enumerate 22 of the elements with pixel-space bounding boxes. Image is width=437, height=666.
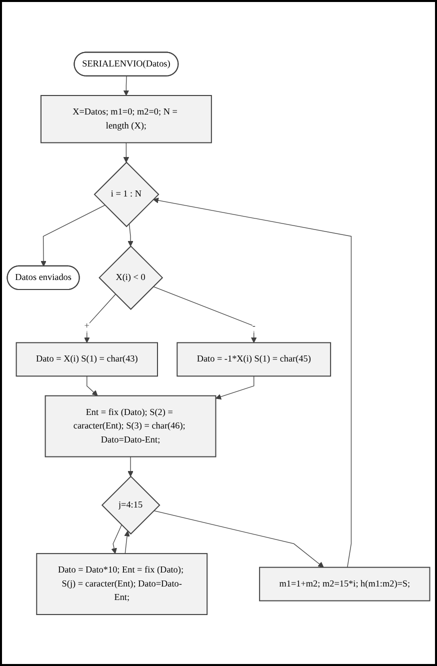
edge-label: + bbox=[84, 320, 90, 330]
arrow bbox=[40, 204, 106, 266]
node-box: Dato = -1*X(i) S(1) = char(45) bbox=[176, 342, 332, 376]
arrow bbox=[111, 524, 122, 554]
arrow bbox=[124, 530, 130, 554]
node-box: Ent = fix (Dato); S(2) = caracter(Ent); S(3) = char(46); Dato=Dato-Ent; bbox=[44, 394, 216, 457]
node-diamond: i = 1 : N bbox=[94, 161, 160, 227]
node-box: Dato = Dato*10; Ent = fix (Dato); S(j) = caracter(Ent); Dato=Dato-Ent; bbox=[36, 552, 208, 615]
arrow bbox=[128, 456, 134, 476]
node-diamond: X(i) < 0 bbox=[98, 245, 164, 310]
node-box: Dato = X(i) S(1) = char(43) bbox=[16, 342, 158, 376]
node-diamond: j=4:15 bbox=[101, 475, 160, 534]
arrow bbox=[123, 142, 130, 162]
arrow bbox=[152, 197, 352, 568]
node-box: m1=1+m2; m2=15*i; h(m1:m2)=S; bbox=[259, 566, 430, 601]
arrow bbox=[86, 375, 98, 396]
arrow bbox=[215, 375, 254, 400]
node-box: X=Datos; m1=0; m2=0; N = length (X); bbox=[40, 94, 212, 143]
arrow bbox=[128, 222, 134, 246]
arrow bbox=[123, 75, 130, 96]
arrow bbox=[153, 510, 324, 568]
edge-label: - bbox=[252, 320, 256, 330]
